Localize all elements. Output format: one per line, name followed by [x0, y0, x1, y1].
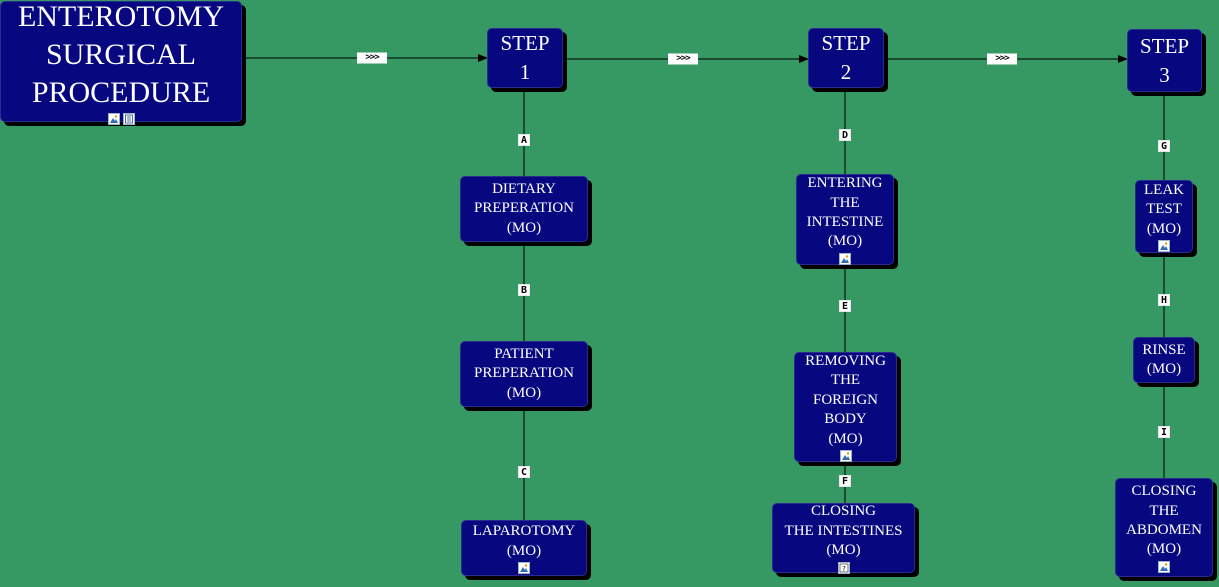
link-label-c: C	[517, 466, 531, 478]
substep-removing-the-foreign-body[interactable]: REMOVING THE FOREIGN BODY (MO)	[794, 352, 897, 463]
link-label-a: A	[517, 134, 531, 146]
substep-patient-preperation[interactable]: PATIENT PREPERATION (MO)	[460, 341, 588, 407]
substep-label: ENTERING THE INTESTINE (MO)	[806, 175, 884, 250]
substep-label: CLOSING THE ABDOMEN (MO)	[1126, 483, 1202, 558]
link-label-g: G	[1157, 140, 1171, 152]
step-2-node[interactable]: STEP 2	[808, 28, 884, 88]
link-label-d: D	[838, 129, 852, 141]
substep-closing-the-intestines[interactable]: CLOSING THE INTESTINES (MO) ?	[772, 503, 915, 574]
substep-laparotomy[interactable]: LAPAROTOMY (MO)	[461, 520, 587, 576]
substep-dietary-preperation[interactable]: DIETARY PREPERATION (MO)	[460, 176, 588, 242]
question-icon[interactable]: ?	[837, 561, 850, 574]
substep-label: LAPAROTOMY (MO)	[472, 523, 576, 559]
svg-text:?: ?	[842, 565, 846, 573]
title-label: ENTEROTOMY SURGICAL PROCEDURE	[17, 0, 225, 109]
flow-arrow-label: >>>	[357, 52, 387, 64]
flow-arrow-label: >>>	[987, 53, 1017, 65]
substep-entering-the-intestine[interactable]: ENTERING THE INTESTINE (MO)	[796, 174, 894, 265]
link-label-h: H	[1157, 294, 1171, 306]
substep-closing-the-abdomen[interactable]: CLOSING THE ABDOMEN (MO)	[1115, 478, 1213, 577]
link-label-b: B	[517, 284, 531, 296]
substep-rinse[interactable]: RINSE (MO)	[1133, 337, 1195, 383]
substep-label: RINSE (MO)	[1142, 341, 1186, 377]
step-1-node[interactable]: STEP 1	[487, 28, 563, 88]
step-2-label: STEP 2	[821, 31, 871, 84]
substep-label: REMOVING THE FOREIGN BODY (MO)	[805, 352, 886, 447]
image-icon[interactable]	[839, 252, 851, 265]
substep-label: CLOSING THE INTESTINES (MO)	[784, 503, 903, 559]
image-icon[interactable]	[1158, 240, 1170, 253]
document-icon[interactable]	[122, 113, 135, 125]
step-3-node[interactable]: STEP 3	[1127, 29, 1202, 92]
substep-label: PATIENT PREPERATION (MO)	[473, 345, 574, 401]
link-label-e: E	[838, 300, 852, 312]
link-label-f: F	[838, 475, 852, 487]
image-icon[interactable]	[107, 113, 120, 125]
step-3-label: STEP 3	[1139, 33, 1189, 87]
substep-leak-test[interactable]: LEAK TEST (MO)	[1135, 180, 1193, 253]
flow-arrow-label: >>>	[668, 53, 698, 65]
link-label-i: I	[1157, 426, 1171, 438]
substep-label: DIETARY PREPERATION (MO)	[473, 180, 574, 236]
substep-label: LEAK TEST (MO)	[1144, 181, 1184, 237]
step-1-label: STEP 1	[500, 31, 550, 84]
image-icon[interactable]	[1158, 560, 1170, 573]
title-node[interactable]: ENTEROTOMY SURGICAL PROCEDURE	[0, 0, 242, 125]
image-icon[interactable]	[839, 450, 852, 463]
image-icon[interactable]	[518, 561, 530, 574]
